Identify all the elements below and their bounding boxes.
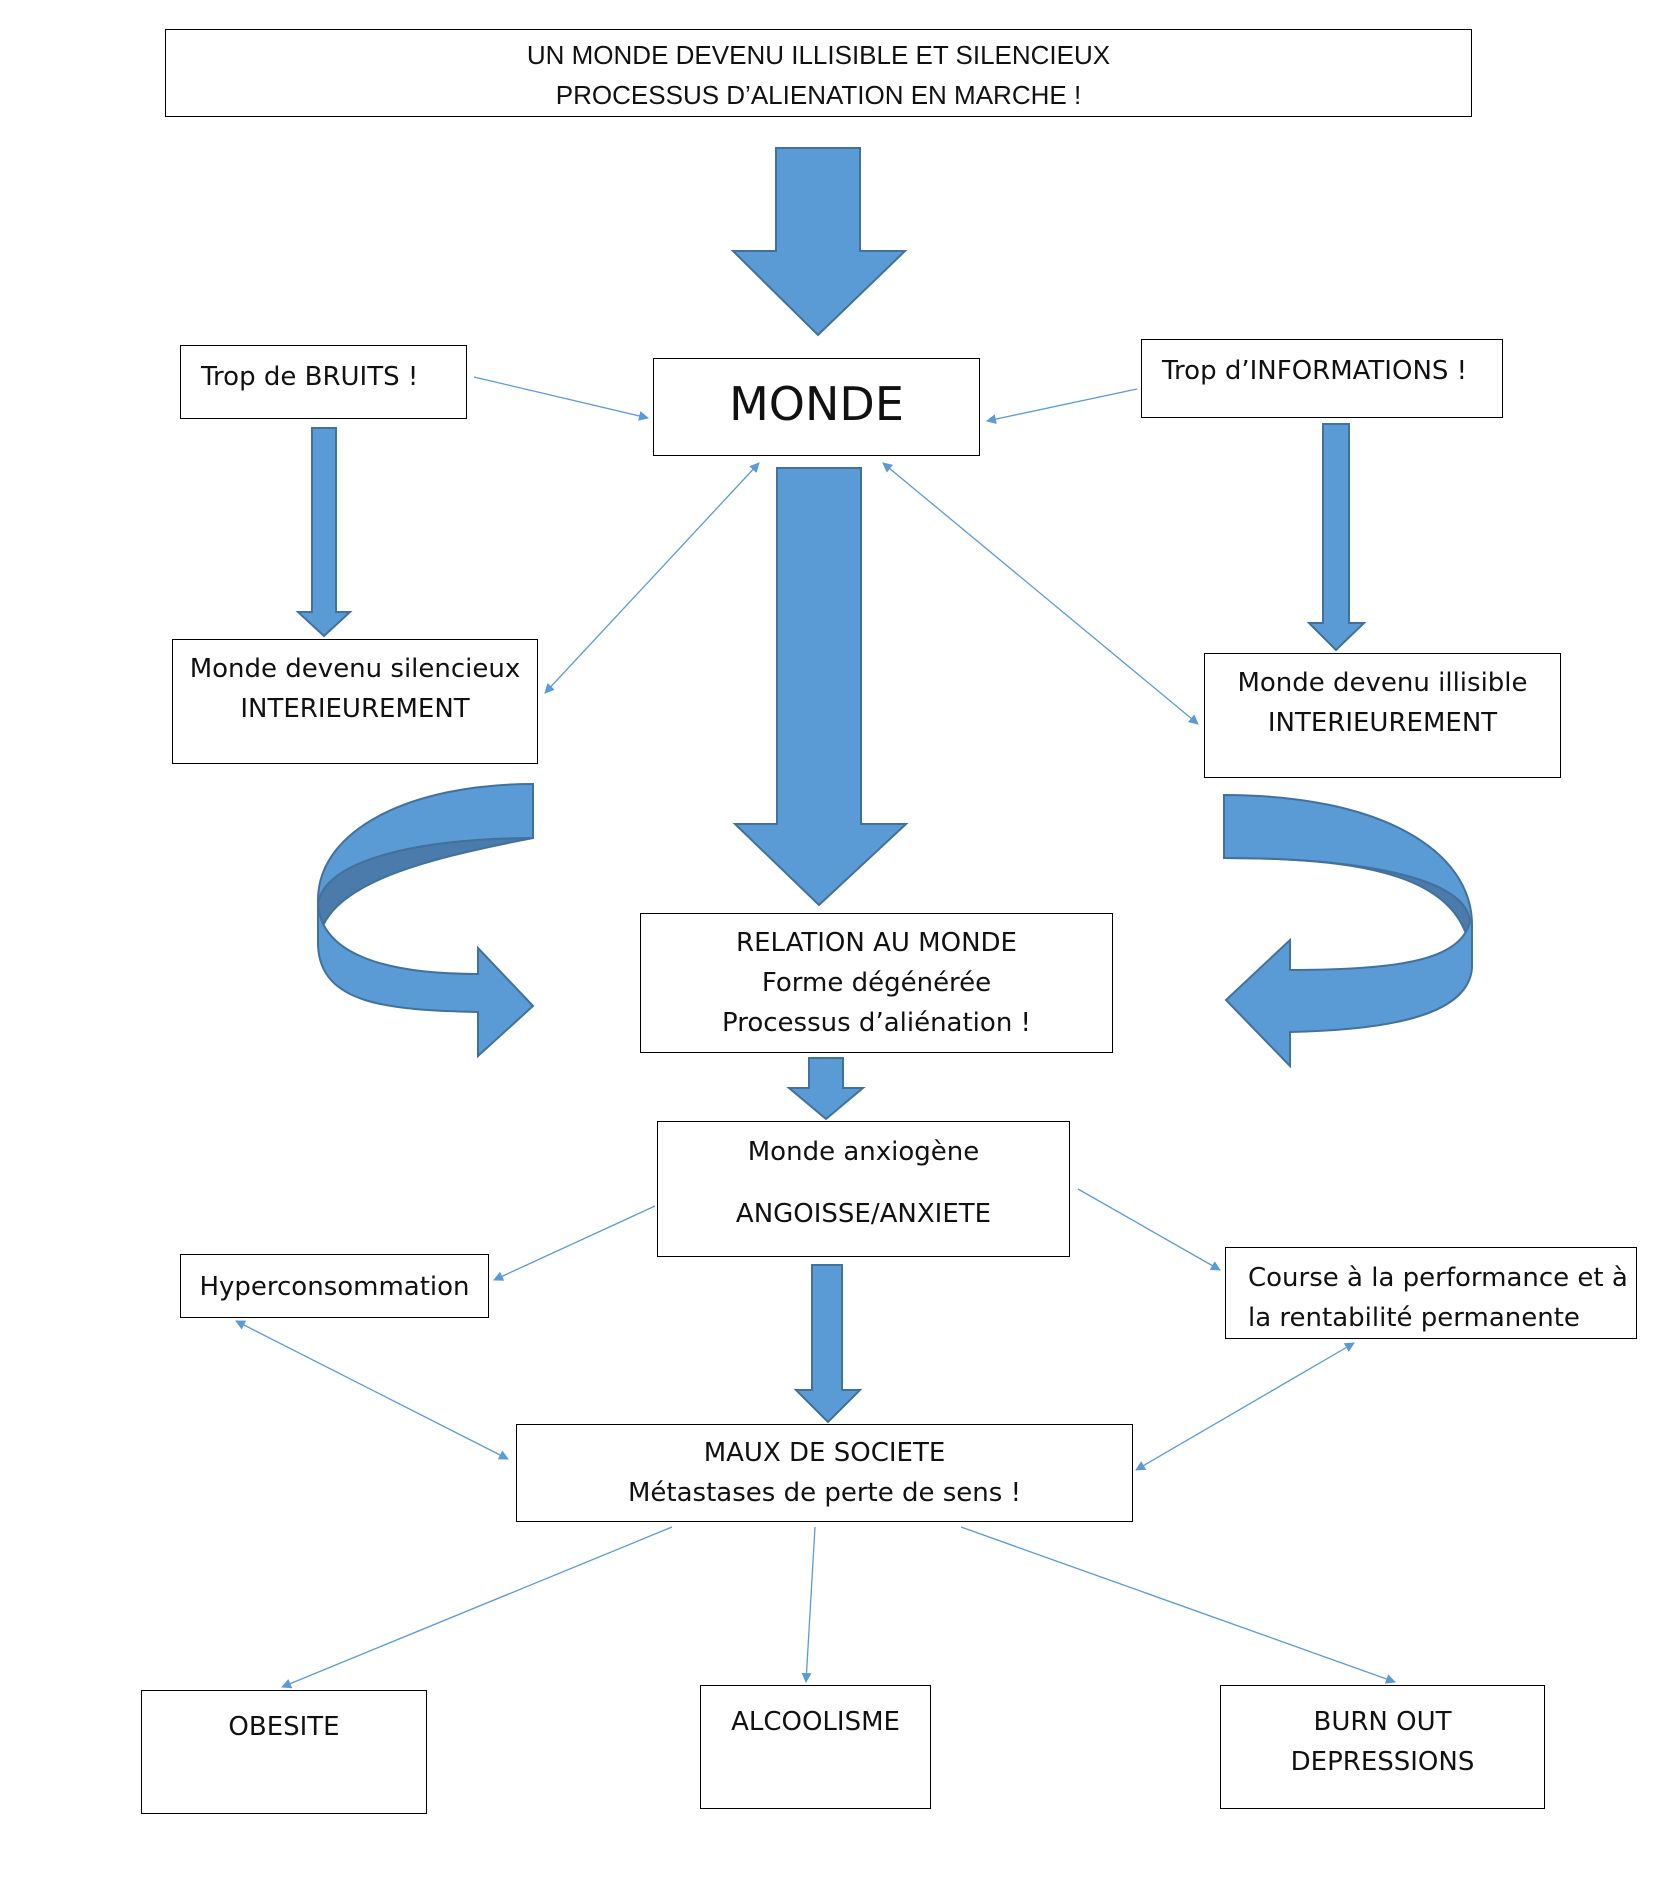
node-illisible-line-2: INTERIEUREMENT (1267, 708, 1498, 738)
node-monde: MONDE (653, 358, 980, 456)
connector-maux-to-burnout (960, 1526, 1396, 1684)
node-monde-silencieux: Monde devenu silencieux INTERIEUREMENT (172, 639, 538, 764)
node-relation-au-monde: RELATION AU MONDE Forme dégénérée Proces… (640, 913, 1113, 1053)
node-alcoolisme: ALCOOLISME (700, 1685, 931, 1809)
node-maux-de-societe: MAUX DE SOCIETE Métastases de perte de s… (516, 1424, 1133, 1522)
node-alcoolisme-label: ALCOOLISME (731, 1707, 900, 1737)
node-anxiogene-line-1: Monde anxiogène (747, 1137, 980, 1167)
node-obesite: OBESITE (141, 1690, 427, 1814)
node-maux-line-2: Métastases de perte de sens ! (627, 1478, 1021, 1508)
node-course-line-2: la rentabilité permanente (1248, 1303, 1580, 1333)
block-arrow-monde-to-relation (732, 467, 909, 907)
curved-arrow-left (316, 782, 535, 1059)
connector-bruits-to-monde (473, 376, 649, 421)
block-arrow-info-to-illisible (1306, 423, 1367, 652)
connector-hyper-maux (235, 1320, 509, 1460)
connector-maux-to-alcoolisme (801, 1526, 816, 1683)
block-arrow-anxiogene-to-maux (793, 1264, 863, 1424)
node-relation-line-1: RELATION AU MONDE (736, 928, 1017, 958)
node-burnout-line-2: DEPRESSIONS (1290, 1747, 1475, 1777)
connector-anxiogene-to-hyper (493, 1205, 656, 1281)
node-trop-d-informations: Trop d’INFORMATIONS ! (1141, 339, 1503, 418)
node-anxiogene-line-2: ANGOISSE/ANXIETE (735, 1199, 992, 1229)
block-arrow-title-to-monde (730, 147, 908, 337)
node-burnout-line-1: BURN OUT (1313, 1707, 1452, 1737)
node-hyperconsommation: Hyperconsommation (180, 1254, 489, 1318)
node-silencieux-line-2: INTERIEUREMENT (240, 694, 470, 724)
node-monde-illisible: Monde devenu illisible INTERIEUREMENT (1204, 653, 1561, 778)
connector-course-maux (1135, 1342, 1355, 1471)
connector-info-to-monde (986, 388, 1138, 425)
connector-maux-to-obesite (281, 1526, 673, 1689)
connector-monde-illisible (882, 462, 1199, 725)
node-trop-de-bruits: Trop de BRUITS ! (180, 345, 467, 419)
node-monde-anxiogene: Monde anxiogène ANGOISSE/ANXIETE (657, 1121, 1070, 1257)
node-course-performance: Course à la performance et à la rentabil… (1225, 1247, 1637, 1339)
block-arrow-relation-to-anxiogene (786, 1057, 866, 1121)
node-burnout-depressions: BURN OUT DEPRESSIONS (1220, 1685, 1545, 1809)
node-silencieux-line-1: Monde devenu silencieux (189, 654, 521, 684)
node-bruits-label: Trop de BRUITS ! (201, 362, 419, 392)
node-obesite-label: OBESITE (228, 1712, 340, 1742)
connector-anxiogene-to-course (1077, 1188, 1221, 1271)
block-arrow-bruits-to-silencieux (295, 427, 353, 638)
node-monde-label: MONDE (729, 377, 904, 431)
node-course-line-1: Course à la performance et à (1248, 1263, 1628, 1293)
curved-arrow-right (1223, 793, 1473, 1069)
node-hyper-label: Hyperconsommation (199, 1272, 470, 1302)
node-relation-line-2: Forme dégénérée (761, 968, 992, 998)
node-relation-line-3: Processus d’aliénation ! (722, 1008, 1031, 1038)
node-illisible-line-1: Monde devenu illisible (1237, 668, 1528, 698)
connector-monde-silencieux (544, 462, 760, 694)
title-line-1: UN MONDE DEVENU ILLISIBLE ET SILENCIEUX (526, 40, 1111, 70)
node-maux-line-1: MAUX DE SOCIETE (703, 1438, 946, 1468)
title-box: UN MONDE DEVENU ILLISIBLE ET SILENCIEUX … (165, 29, 1472, 117)
node-informations-label: Trop d’INFORMATIONS ! (1162, 356, 1468, 386)
title-line-2: PROCESSUS D’ALIENATION EN MARCHE ! (555, 80, 1082, 110)
